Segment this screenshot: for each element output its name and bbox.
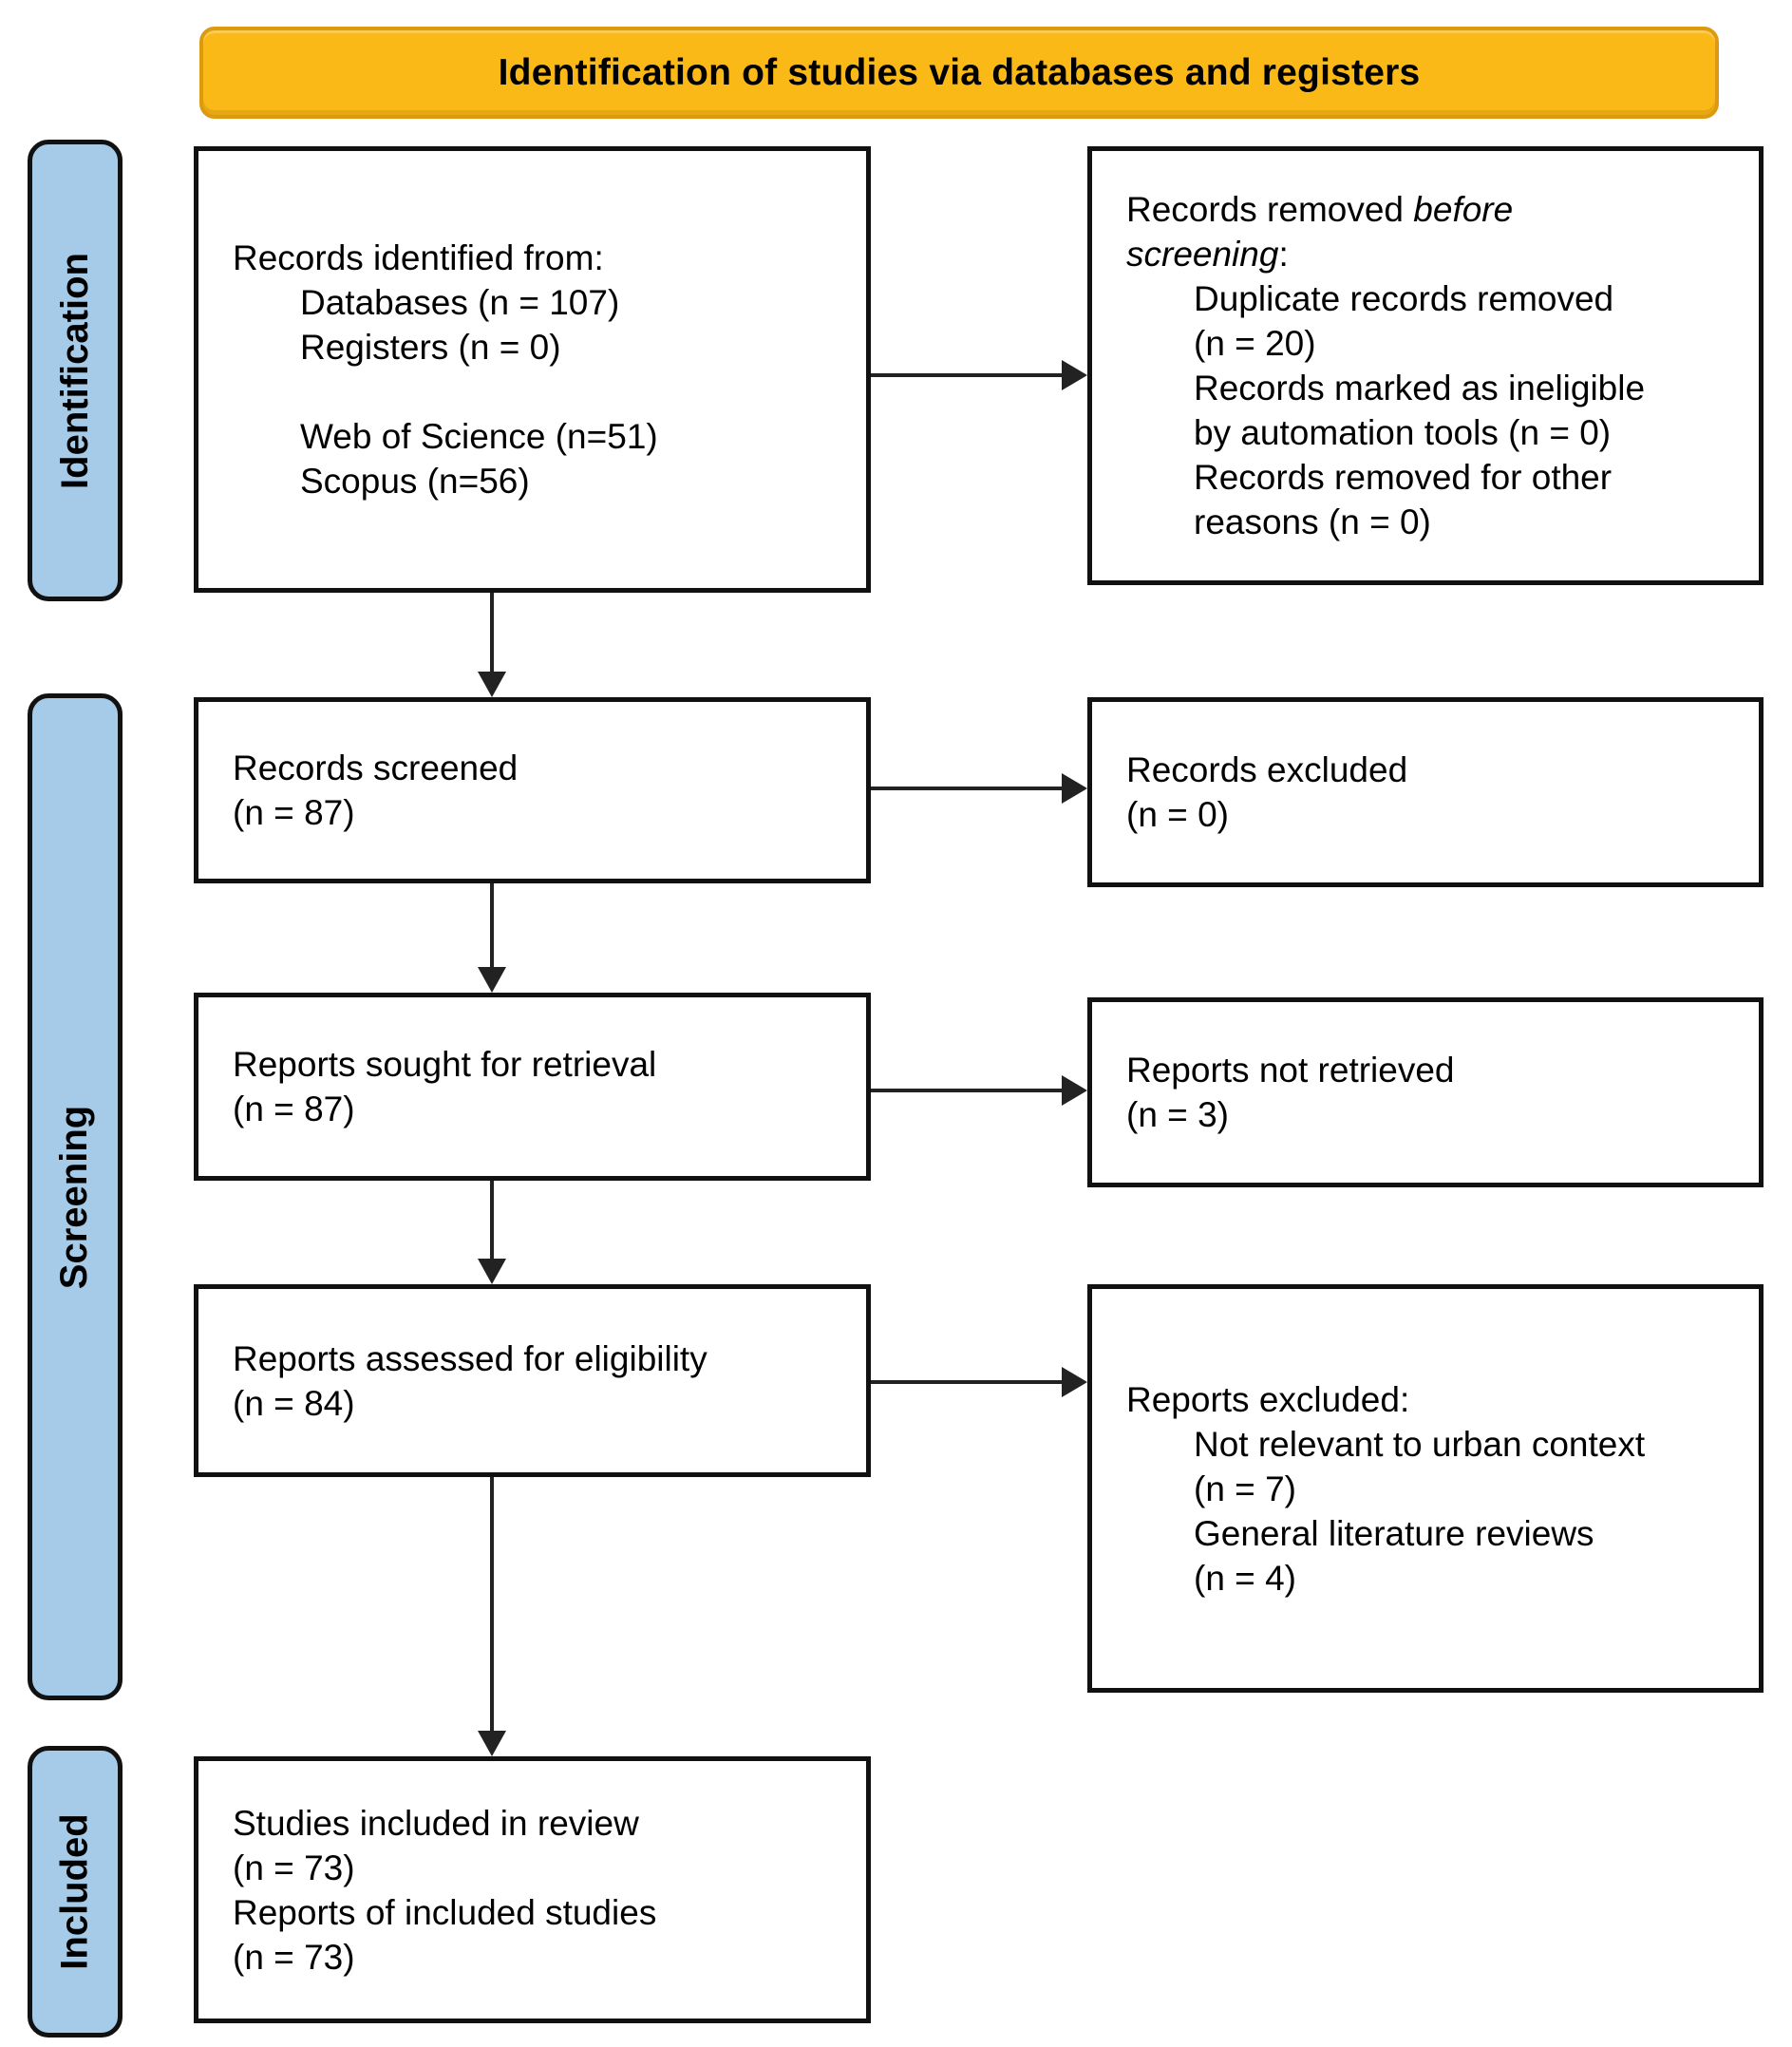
arrow-down-icon (478, 967, 506, 993)
box-records-excluded: Records excluded (n = 0) (1087, 697, 1764, 887)
arrow-down-sought-to-assessed (478, 1181, 506, 1284)
box-reports-excluded: Reports excluded: Not relevant to urban c… (1087, 1284, 1764, 1693)
arrow-down-assessed-to-included (478, 1477, 506, 1756)
arrow-shaft (871, 1089, 1065, 1092)
text-line: Reports excluded: (1126, 1379, 1410, 1419)
stage-label-screening: Screening (53, 1105, 96, 1289)
arrow-right-icon (1062, 360, 1087, 390)
arrow-right-identified-to-removed (871, 360, 1087, 390)
text-line: (n = 87) (233, 1090, 355, 1128)
text-line: (n = 4) (1194, 1558, 1296, 1598)
arrow-down-icon (478, 1731, 506, 1756)
arrow-down-icon (478, 1259, 506, 1284)
box-studies-included-in-review: Studies included in review (n = 73) Report… (194, 1756, 871, 2023)
stage-bar-screening: Screening (28, 693, 123, 1700)
arrow-right-icon (1062, 1367, 1087, 1397)
box-records-identified: Records identified from: Databases (n = 1… (194, 146, 871, 593)
text-line: Reports not retrieved (1126, 1051, 1455, 1090)
text-line: Records identified from: (233, 238, 604, 277)
text-line: Databases (n = 107) (300, 283, 620, 322)
arrow-shaft (871, 373, 1065, 377)
text-line: Records removed for other (1194, 458, 1613, 497)
arrow-right-icon (1062, 1075, 1087, 1106)
text-line: (n = 0) (1126, 795, 1229, 834)
text-line: screening: (1126, 235, 1289, 274)
text-line: Reports assessed for eligibility (233, 1338, 707, 1378)
box-records-screened: Records screened (n = 87) (194, 697, 871, 883)
text-line: General literature reviews (1194, 1513, 1594, 1553)
arrow-down-screened-to-sought (478, 883, 506, 993)
arrow-right-assessed-to-reports-excluded (871, 1367, 1087, 1397)
text-line: Reports of included studies (233, 1892, 657, 1932)
stage-bar-included: Included (28, 1746, 123, 2038)
text-line: Records screened (233, 749, 519, 787)
text-line: (n = 84) (233, 1383, 355, 1423)
text-line: Scopus (n=56) (300, 462, 530, 501)
stage-label-included: Included (53, 1813, 96, 1970)
box-records-removed-before-screening: Records removed before screening: Duplicat… (1087, 146, 1764, 585)
text-line: reasons (n = 0) (1194, 502, 1431, 541)
arrow-right-icon (1062, 773, 1087, 804)
text-line: Records removed before (1126, 190, 1514, 229)
text-line: Not relevant to urban context (1194, 1424, 1646, 1464)
text-line: Records excluded (1126, 750, 1408, 789)
text-line: (n = 3) (1126, 1095, 1229, 1134)
text-line: Reports sought for retrieval (233, 1045, 657, 1084)
text-line: (n = 20) (1194, 324, 1316, 363)
text-line: Registers (n = 0) (300, 328, 561, 367)
text-line: Web of Science (n=51) (300, 417, 658, 456)
text-line: (n = 73) (233, 1848, 355, 1887)
arrow-shaft (490, 883, 494, 970)
box-reports-not-retrieved: Reports not retrieved (n = 3) (1087, 997, 1764, 1187)
arrow-down-identified-to-screened (478, 593, 506, 697)
text-line: Duplicate records removed (1194, 279, 1614, 318)
arrow-shaft (490, 1181, 494, 1261)
text-line: Records marked as ineligible (1194, 369, 1646, 408)
arrow-shaft (871, 787, 1065, 790)
text-line: (n = 87) (233, 793, 355, 832)
arrow-shaft (490, 593, 494, 674)
arrow-down-icon (478, 672, 506, 697)
text-line: (n = 7) (1194, 1469, 1296, 1508)
arrow-right-screened-to-excluded (871, 773, 1087, 804)
arrow-shaft (871, 1380, 1065, 1384)
arrow-shaft (490, 1477, 494, 1734)
text-line: by automation tools (n = 0) (1194, 413, 1612, 452)
text-line: (n = 73) (233, 1937, 355, 1977)
stage-bar-identification: Identification (28, 140, 123, 601)
text-line: Studies included in review (233, 1803, 639, 1843)
box-reports-assessed-for-eligibility: Reports assessed for eligibility (n = 84) (194, 1284, 871, 1477)
stage-label-identification: Identification (53, 252, 96, 489)
banner-title: Identification of studies via databases … (498, 51, 1421, 93)
box-reports-sought-for-retrieval: Reports sought for retrieval (n = 87) (194, 993, 871, 1181)
arrow-right-sought-to-not-retrieved (871, 1075, 1087, 1106)
text-line (233, 370, 849, 414)
banner: Identification of studies via databases … (199, 27, 1719, 119)
